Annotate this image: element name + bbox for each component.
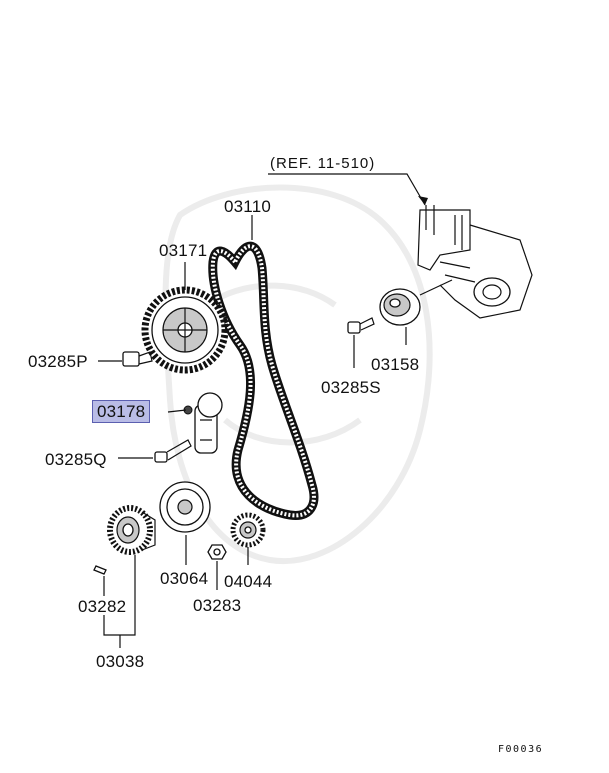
idler-bolt-drawing — [347, 317, 375, 334]
part-label-idler-bolt[interactable]: 03285S — [321, 378, 381, 397]
crank-plate-drawing — [159, 481, 211, 533]
reference-leader — [268, 173, 426, 206]
crank-nut-drawing — [207, 544, 227, 560]
part-label-tensioner-highlighted[interactable]: 03178 — [92, 400, 151, 423]
reference-label[interactable]: (REF. 11-510) — [270, 155, 376, 172]
engine-reference-drawing — [417, 205, 533, 319]
reference-arrowhead — [418, 196, 428, 205]
part-label-crank-sprocket-small[interactable]: 04044 — [224, 572, 273, 591]
part-label-timing-belt[interactable]: 03110 — [224, 197, 272, 216]
part-label-idler-pulley[interactable]: 03158 — [371, 355, 420, 374]
timing-belt-drawing — [208, 241, 319, 520]
part-label-sprocket-bolt[interactable]: 03285P — [28, 352, 88, 371]
camshaft-sprocket-drawing — [141, 286, 229, 374]
crank-sprocket-small-drawing — [230, 512, 266, 548]
watermark-logo — [162, 184, 433, 565]
part-label-camshaft-sprocket[interactable]: 03171 — [159, 241, 208, 260]
crank-sprocket-assy-drawing — [107, 505, 156, 555]
part-label-crank-key[interactable]: 03282 — [78, 597, 127, 616]
part-label-crank-sprocket-assy[interactable]: 03038 — [96, 652, 145, 671]
tensioner-bolt-drawing — [154, 439, 192, 463]
tensioner-drawing — [183, 392, 223, 454]
part-label-crank-plate[interactable]: 03064 — [160, 569, 209, 588]
sprocket-bolt-drawing — [122, 351, 153, 367]
idler-pulley-drawing — [379, 279, 453, 326]
crank-key-drawing — [93, 565, 107, 575]
part-label-tensioner-bolt[interactable]: 03285Q — [45, 450, 107, 469]
leader-lines — [98, 215, 407, 648]
part-label-crank-nut[interactable]: 03283 — [193, 596, 242, 615]
figure-code: F00036 — [498, 744, 544, 755]
